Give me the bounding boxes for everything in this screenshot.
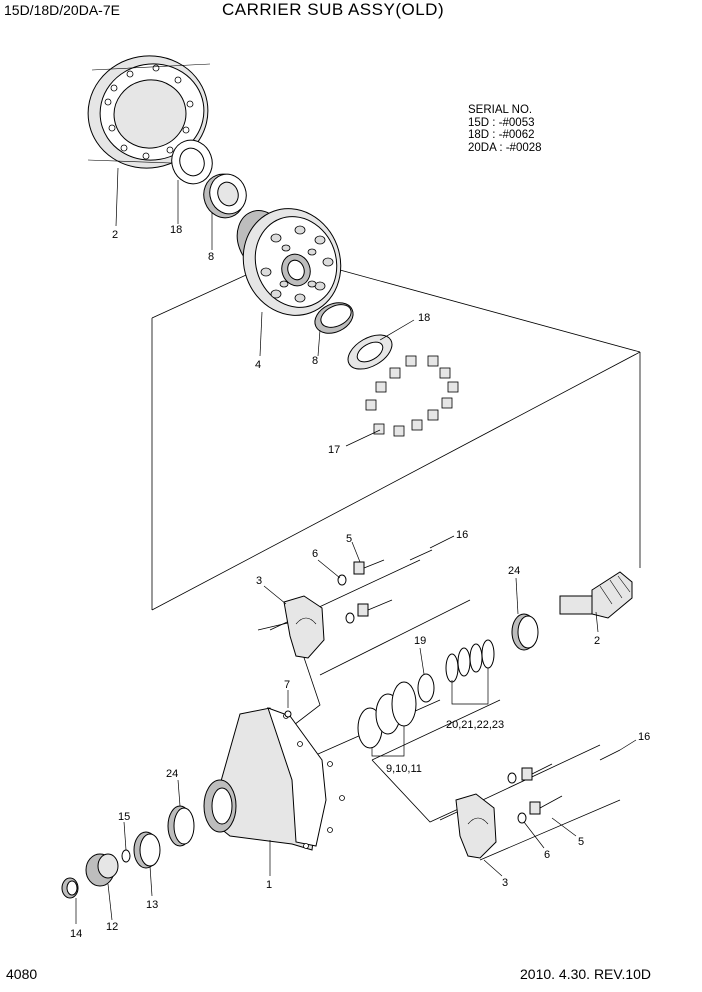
- callout-3-right: 3: [502, 877, 508, 889]
- callout-5-left: 5: [346, 533, 352, 545]
- bearing-right: [511, 613, 539, 651]
- callout-19: 19: [414, 635, 426, 647]
- callout-8-mid: 8: [312, 355, 318, 367]
- bolt-set: [365, 355, 459, 437]
- callout-20-23: 20,21,22,23: [446, 719, 504, 731]
- callout-6-left: 6: [312, 548, 318, 560]
- callout-24-left: 24: [166, 768, 178, 780]
- serial-number-block: SERIAL NO. 15D : -#0053 18D : -#0062 20D…: [468, 104, 542, 154]
- model-code: 15D/18D/20DA-7E: [4, 2, 120, 18]
- callout-6-right: 6: [544, 849, 550, 861]
- callout-2-right: 2: [594, 635, 600, 647]
- shim-mid: [347, 334, 393, 370]
- callout-1: 1: [266, 879, 272, 891]
- callout-9-11: 9,10,11: [386, 763, 422, 775]
- callout-16-top: 16: [456, 529, 468, 541]
- callout-14: 14: [70, 928, 82, 940]
- page-number: 4080: [6, 966, 38, 982]
- bearing-cap-right: [455, 793, 497, 859]
- leader-lines: [75, 167, 637, 924]
- callout-17: 17: [328, 444, 340, 456]
- revision-stamp: 2010. 4.30. REV.10D: [520, 966, 652, 982]
- bearing-lower: [133, 831, 161, 869]
- callout-13: 13: [146, 899, 158, 911]
- snap-ring: [121, 849, 131, 863]
- ring-gear: [87, 55, 211, 169]
- seal-rings: [357, 639, 495, 749]
- callout-3-left: 3: [256, 575, 262, 587]
- page-title: CARRIER SUB ASSY(OLD): [222, 0, 445, 19]
- drive-pinion: [559, 571, 633, 619]
- carrier-housing: [203, 707, 345, 851]
- callout-24-right: 24: [508, 565, 520, 577]
- shim-top: [171, 139, 213, 185]
- serial-heading: SERIAL NO.: [468, 104, 533, 116]
- callout-4: 4: [255, 359, 261, 371]
- dowel-pin: [284, 710, 292, 718]
- differential-case: [236, 208, 342, 316]
- serial-line-15d: 15D : -#0053: [468, 116, 535, 129]
- bearing-mid: [314, 302, 354, 334]
- companion-flange: [85, 853, 119, 887]
- bearing-left: [167, 805, 195, 847]
- callout-7: 7: [284, 679, 290, 691]
- cap-bolts-right: [507, 749, 621, 824]
- serial-line-18d: 18D : -#0062: [468, 129, 535, 141]
- lock-nut: [61, 877, 79, 899]
- callout-12: 12: [106, 921, 118, 933]
- callout-15: 15: [118, 811, 130, 823]
- serial-line-20da: 20DA : -#0028: [468, 141, 542, 154]
- callout-16-bottom: 16: [638, 731, 650, 743]
- bearing-cap-left: [283, 595, 325, 659]
- callout-8-top: 8: [208, 251, 214, 263]
- cap-bolts-left: [337, 549, 433, 624]
- callout-labels: 2 18 8 4 8 18 17 6 5 16 3 24 2 19 7 20,2…: [70, 224, 650, 940]
- bearing-top: [203, 173, 247, 219]
- assembly-guide-lines: [151, 264, 641, 861]
- callout-18-mid: 18: [418, 312, 430, 324]
- callout-2-top: 2: [112, 229, 118, 241]
- callout-18-top: 18: [170, 224, 182, 236]
- callout-5-right: 5: [578, 836, 584, 848]
